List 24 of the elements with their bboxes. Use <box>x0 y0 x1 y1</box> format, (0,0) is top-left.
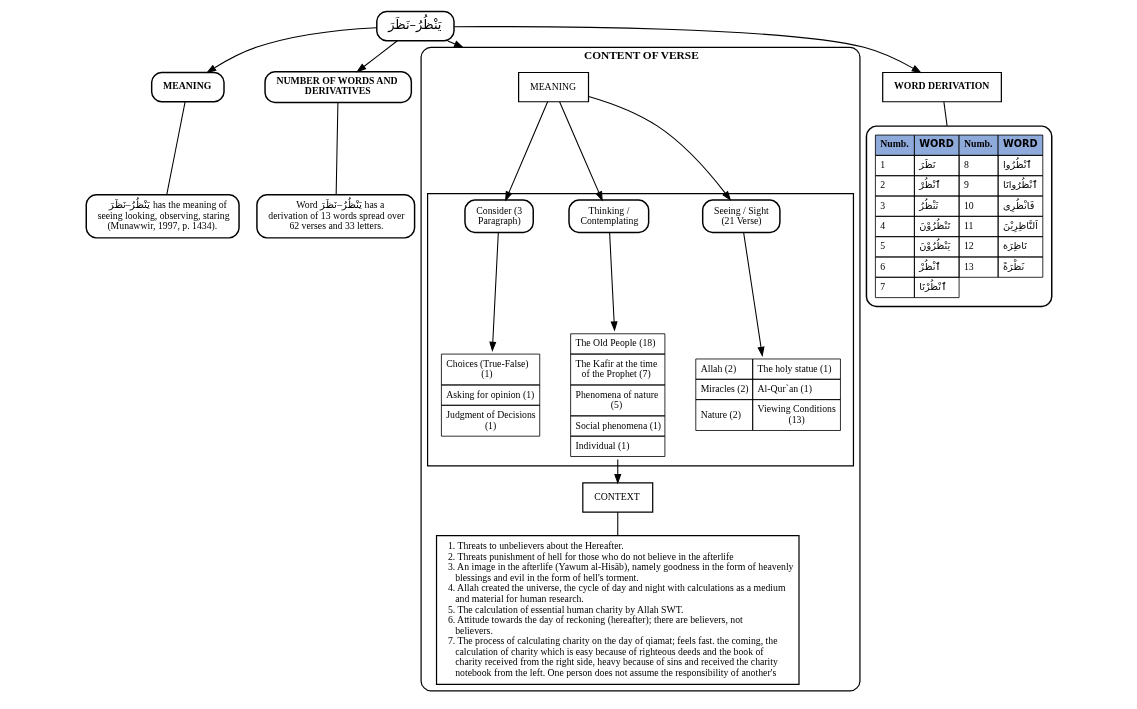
arrow <box>453 26 922 74</box>
arrow <box>742 232 765 357</box>
node-box: 1. Threats to unbelievers about the Hereafter. 2. Threats punishment of hell for those who do not believe in the afterlife 3. An image in the afterlife (Yawum al-Hisāb), namely goodness in the form of heavenly blessings and evil in the form of hell's torment. 4. Allah created the universe, the cycle of day and night with calculations as a medium and material for human research. 5. The calculation of essential human charity by Allah SWT. 6. Attitude towards the day of reckoning (hereafter); there are believers, not believers. 7. The process of calculating charity on the day of qiamat; feels fast. the coming, the calculation of charity which is easy because of righteous deeds and the book of charity received from the right side, heavy because of sins and received the charity notebook from the left. One person does not assume the responsibility of another's <box>435 535 800 686</box>
connector <box>165 101 186 196</box>
arrow <box>446 40 464 48</box>
node-box: يَنْظُرُ–نَظَرَ <box>375 10 455 42</box>
connector <box>616 511 618 537</box>
arrow <box>355 40 398 73</box>
connector <box>942 101 948 127</box>
arrow <box>608 232 618 332</box>
node-box: MEANING <box>150 71 225 103</box>
arrow <box>504 101 548 202</box>
arrow <box>488 232 499 352</box>
node-box: Seeing / Sight (21 Verse) <box>701 199 781 234</box>
node-box: WORD DERIVATION <box>881 71 1002 103</box>
node-box: MEANING <box>517 71 589 103</box>
node-box: Thinking / Contemplating <box>567 199 649 234</box>
arrow <box>205 27 377 74</box>
arrow <box>558 101 603 202</box>
connector <box>335 102 338 196</box>
node-box: NUMBER OF WORDS AND DERIVATIVES <box>263 70 412 104</box>
node-box: CONTEXT <box>581 482 653 513</box>
arrow <box>587 95 731 202</box>
node-box: Consider (3 Paragraph) <box>463 199 534 234</box>
